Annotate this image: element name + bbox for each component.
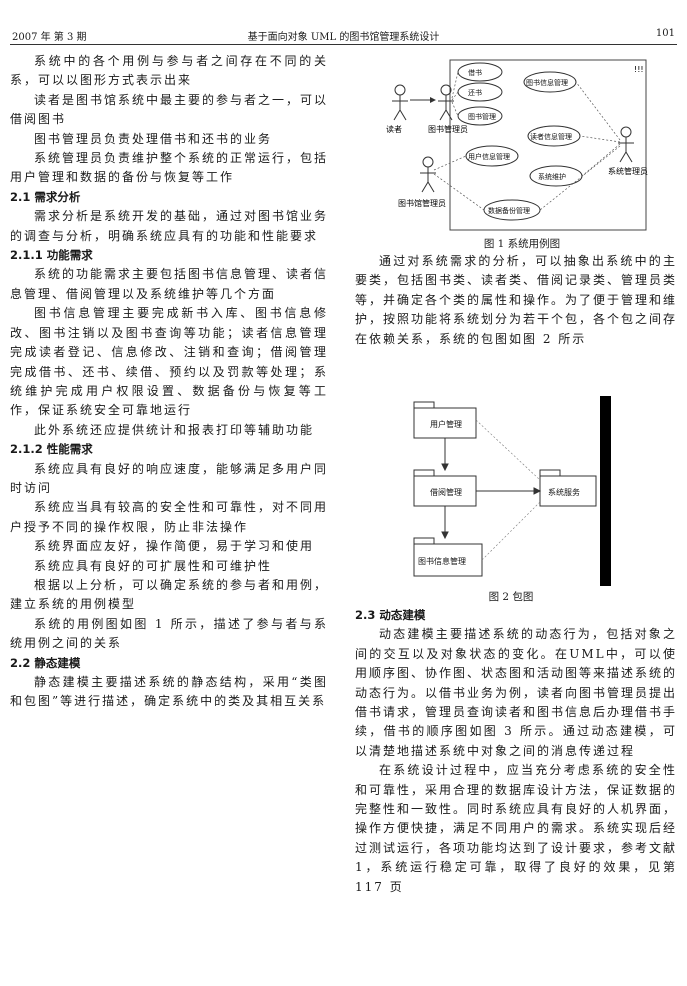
figure-1-caption: 图 1 系统用例图 [483, 238, 561, 250]
body-paragraph: 系统的用例图如图 1 所示，描述了参与者与系统用例之间的关系 [10, 616, 328, 651]
header-page-number: 101 [655, 28, 675, 39]
usecase-diagram-svg: !!! 读者 图书管理员 图书馆管理员 系统管理员 [386, 59, 648, 231]
body-paragraph: 系统应当具有较高的安全性和可靠性，对不同用户授予不同的操作权限，防止非法操作 [10, 500, 329, 534]
figure-1-usecase-diagram: !!! 读者 图书管理员 图书馆管理员 系统管理员 [372, 58, 672, 234]
body-paragraph: 系统应具有良好的可扩展性和可维护性 [34, 558, 273, 573]
package-system-service-label: 系统服务 [548, 487, 580, 497]
usecase-backup-label: 数据备份管理 [488, 206, 530, 215]
body-paragraph: 图书信息管理主要完成新书入库、图书信息修改、图书注销以及图书查询等功能；读者信息… [10, 306, 328, 418]
usecase-book-info-label: 图书信息管理 [526, 78, 568, 87]
body-paragraph: 通过对系统需求的分析，可以抽象出系统中的主要类，包括图书类、读者类、借阅记录类、… [355, 254, 678, 346]
body-paragraph: 系统界面应友好，操作简便，易于学习和使用 [34, 539, 315, 554]
figure-2-package-diagram: 用户管理 借阅管理 图书信息管理 系统服务 [408, 396, 614, 588]
package-book-info-mgmt [413, 543, 483, 577]
right-border-bar [600, 396, 611, 586]
package-book-info-mgmt-label: 图书信息管理 [418, 556, 466, 566]
actor-librarian-icon [438, 84, 454, 121]
package-user-mgmt-label: 用户管理 [430, 419, 462, 429]
actor-library-admin-icon [420, 156, 436, 193]
section-heading: 2.1 需求分析 [10, 189, 81, 204]
body-paragraph: 根据以上分析，可以确定系统的参与者和用例，建立系统的用例模型 [10, 577, 329, 612]
body-paragraph: 图书管理员负责处理借书和还书的业务 [34, 131, 273, 146]
body-paragraph: 系统的功能需求主要包括图书信息管理、读者信息管理、借阅管理以及系统维护等几个方面 [10, 267, 329, 301]
right-column-top: 通过对系统需求的分析，可以抽象出系统中的主要类，包括图书类、读者类、借阅记录类、… [355, 252, 677, 349]
body-paragraph: 静态建模主要描述系统的静态结构，采用“类图和包图”等进行描述，确定系统中的类及其… [10, 675, 328, 709]
body-paragraph: 动态建模主要描述系统的动态行为，包括对象之间的交互以及对象状态的变化。在UML中… [355, 627, 678, 758]
body-paragraph: 系统管理员负责维护整个系统的正常运行，包括用户管理和数据的备份与恢复等工作 [10, 151, 329, 185]
package-borrow-mgmt-label: 借阅管理 [430, 487, 462, 497]
usecase-ellipse [465, 145, 519, 167]
usecase-user-info-label: 用户信息管理 [468, 152, 510, 161]
package-tab [413, 469, 435, 477]
actor-system-admin-label: 系统管理员 [608, 166, 648, 176]
body-paragraph: 在系统设计过程中，应当充分考虑系统的安全性和可靠性，采用合理的数据库设计方法，保… [355, 763, 678, 894]
usecase-borrow-label: 借书 [468, 68, 482, 77]
package-tab [539, 469, 561, 477]
section-heading: 2.1.1 功能需求 [10, 248, 93, 263]
figure1-corner-mark: !!! [634, 65, 644, 74]
right-column-bottom: 2.3 动态建模动态建模主要描述系统的动态行为，包括对象之间的交互以及对象状态的… [355, 606, 677, 897]
package-tab [413, 401, 435, 409]
section-heading: 2.1.2 性能需求 [10, 442, 93, 457]
actor-system-admin-icon [618, 126, 634, 163]
package-system-service [539, 475, 597, 507]
usecase-book-mgmt-label: 图书管理 [468, 112, 496, 121]
actor-librarian-label: 图书管理员 [428, 124, 468, 134]
section-heading: 2.2 静态建模 [10, 655, 81, 670]
figure-2-caption: 图 2 包图 [488, 591, 534, 603]
package-tab [413, 537, 435, 545]
header-year-issue: 2007 年 第 3 期 [12, 32, 87, 43]
header-running-title: 基于面向对象 UML 的图书馆管理系统设计 [247, 32, 440, 43]
usecase-reader-info-label: 读者信息管理 [530, 132, 572, 141]
usecase-return-label: 还书 [468, 88, 482, 97]
actor-reader-icon [392, 84, 408, 121]
usecase-maintenance-label: 系统维护 [538, 172, 566, 181]
left-column: 系统中的各个用例与参与者之间存在不同的关系，可以以图形方式表示出来读者是图书馆系… [10, 52, 328, 712]
body-paragraph: 需求分析是系统开发的基础，通过对图书馆业务的调查与分析，明确系统应具有的功能和性… [10, 209, 329, 243]
section-heading: 2.3 动态建模 [355, 608, 426, 622]
body-paragraph: 此外系统还应提供统计和报表打印等辅助功能 [34, 422, 315, 437]
body-paragraph: 读者是图书馆系统中最主要的参与者之一，可以借阅图书 [10, 92, 329, 127]
actor-reader-label: 读者 [386, 124, 402, 134]
usecase-ellipse [457, 62, 503, 82]
system-boundary [449, 59, 647, 231]
page-header: 2007 年 第 3 期 基于面向对象 UML 的图书馆管理系统设计 101 [10, 26, 677, 45]
body-paragraph: 系统应具有良好的响应速度，能够满足多用户同时访问 [10, 461, 329, 495]
actor-library-admin-label: 图书馆管理员 [398, 198, 446, 208]
usecase-ellipse [457, 106, 503, 126]
body-paragraph: 系统中的各个用例与参与者之间存在不同的关系，可以以图形方式表示出来 [10, 54, 328, 88]
package-diagram-svg: 用户管理 借阅管理 图书信息管理 系统服务 [413, 396, 611, 586]
